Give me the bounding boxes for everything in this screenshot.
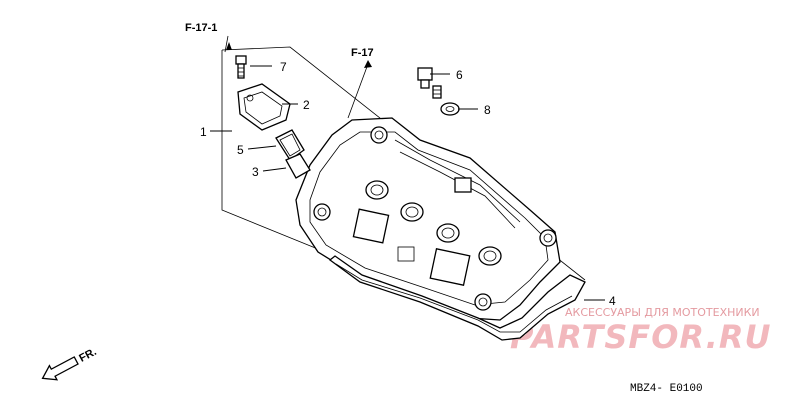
plug-hole [365, 180, 389, 200]
part-5-breather-plate [275, 129, 305, 161]
part-6-stud-bolt [417, 67, 442, 99]
cylinder-head-cover [295, 117, 561, 321]
front-label: FR. [77, 346, 98, 365]
callout-numbers: 7 2 1 5 3 6 8 4 [200, 60, 616, 308]
reference-f17-1: F-17-1 [185, 22, 232, 50]
part-3-breather-gasket [285, 153, 311, 179]
plug-hole [478, 246, 502, 266]
front-direction-indicator: FR. [41, 346, 99, 381]
callout-4: 4 [609, 294, 616, 308]
part-7-bolt [235, 55, 247, 79]
callout-3: 3 [252, 165, 259, 179]
callout-1: 1 [200, 125, 207, 139]
watermark: АКСЕССУАРЫ ДЛЯ МОТОТЕХНИКИ PARTSFOR.RU [510, 306, 771, 356]
plug-hole [436, 223, 460, 243]
plug-hole [400, 202, 424, 222]
watermark-logo: PARTSFOR.RU [510, 318, 771, 356]
diagram-code: MBZ4- E0100 [630, 383, 703, 395]
callout-2: 2 [303, 98, 310, 112]
part-2-breather-cover [237, 83, 291, 131]
reference-f17: F-17 [351, 47, 374, 68]
coil-connector [429, 248, 471, 286]
coil-connector [352, 208, 390, 244]
bolt-boss [313, 203, 331, 221]
reference-arrow [364, 60, 372, 68]
reference-arrow [226, 42, 232, 50]
reference-label-f17: F-17 [351, 47, 374, 59]
callout-7: 7 [280, 60, 287, 74]
bolt-boss [474, 293, 492, 311]
front-arrow-icon [41, 356, 79, 381]
part-8-washer [440, 102, 460, 116]
bolt-boss [539, 229, 557, 247]
bolt-boss [370, 126, 388, 144]
callout-6: 6 [456, 68, 463, 82]
callout-5: 5 [237, 143, 244, 157]
watermark-subtitle: АКСЕССУАРЫ ДЛЯ МОТОТЕХНИКИ [565, 306, 760, 319]
head-cover-gasket [328, 255, 586, 341]
reference-label-f17-1: F-17-1 [185, 22, 217, 34]
callout-leaders [210, 65, 605, 301]
callout-8: 8 [484, 103, 491, 117]
